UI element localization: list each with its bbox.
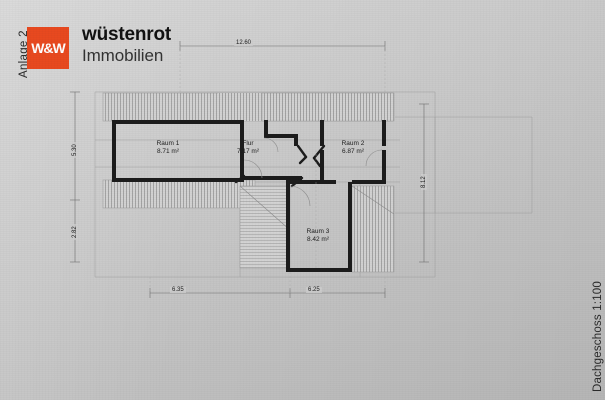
room-label-raum-2: Raum 2 6.87 m² <box>327 140 379 156</box>
dimension-left-lower: 2.82 <box>72 224 78 240</box>
room-area: 8.71 m² <box>156 148 180 156</box>
ww-logo-icon: W&W <box>27 27 69 69</box>
walls <box>112 120 386 272</box>
room-area: 8.42 m² <box>306 236 330 244</box>
dimension-bottom-left: 6.35 <box>170 287 186 293</box>
stair-hatch <box>239 185 291 269</box>
room-area: 7.17 m² <box>236 148 260 156</box>
room-label-flur: Flur 7.17 m² <box>224 140 272 156</box>
door-swings <box>243 137 383 207</box>
room-label-raum-3: Raum 3 8.42 m² <box>292 228 344 244</box>
dimension-bottom-right: 6.25 <box>306 287 322 293</box>
room-name: Flur <box>242 140 254 147</box>
ww-logo-text: W&W <box>31 40 66 56</box>
room-area: 6.87 m² <box>341 148 365 156</box>
roof-hatch-lower-left <box>102 179 256 209</box>
dimension-left-upper: 5.30 <box>72 142 78 158</box>
angled-walls <box>234 144 326 188</box>
room-label-raum-1: Raum 1 8.71 m² <box>142 140 194 156</box>
room-name: Raum 2 <box>341 140 365 147</box>
dimension-right: 8.12 <box>421 174 427 190</box>
room-name: Raum 1 <box>156 140 180 147</box>
dimension-top: 12.60 <box>234 40 254 46</box>
roof-hatch-upper-right <box>261 92 395 122</box>
room-name: Raum 3 <box>306 228 330 235</box>
roof-hatch-lower-right <box>351 185 395 273</box>
brand-subtitle: Immobilien <box>82 45 164 65</box>
brand-name: wüstenrot <box>82 24 171 45</box>
brand-wordmark: wüstenrot Immobilien <box>82 25 171 65</box>
